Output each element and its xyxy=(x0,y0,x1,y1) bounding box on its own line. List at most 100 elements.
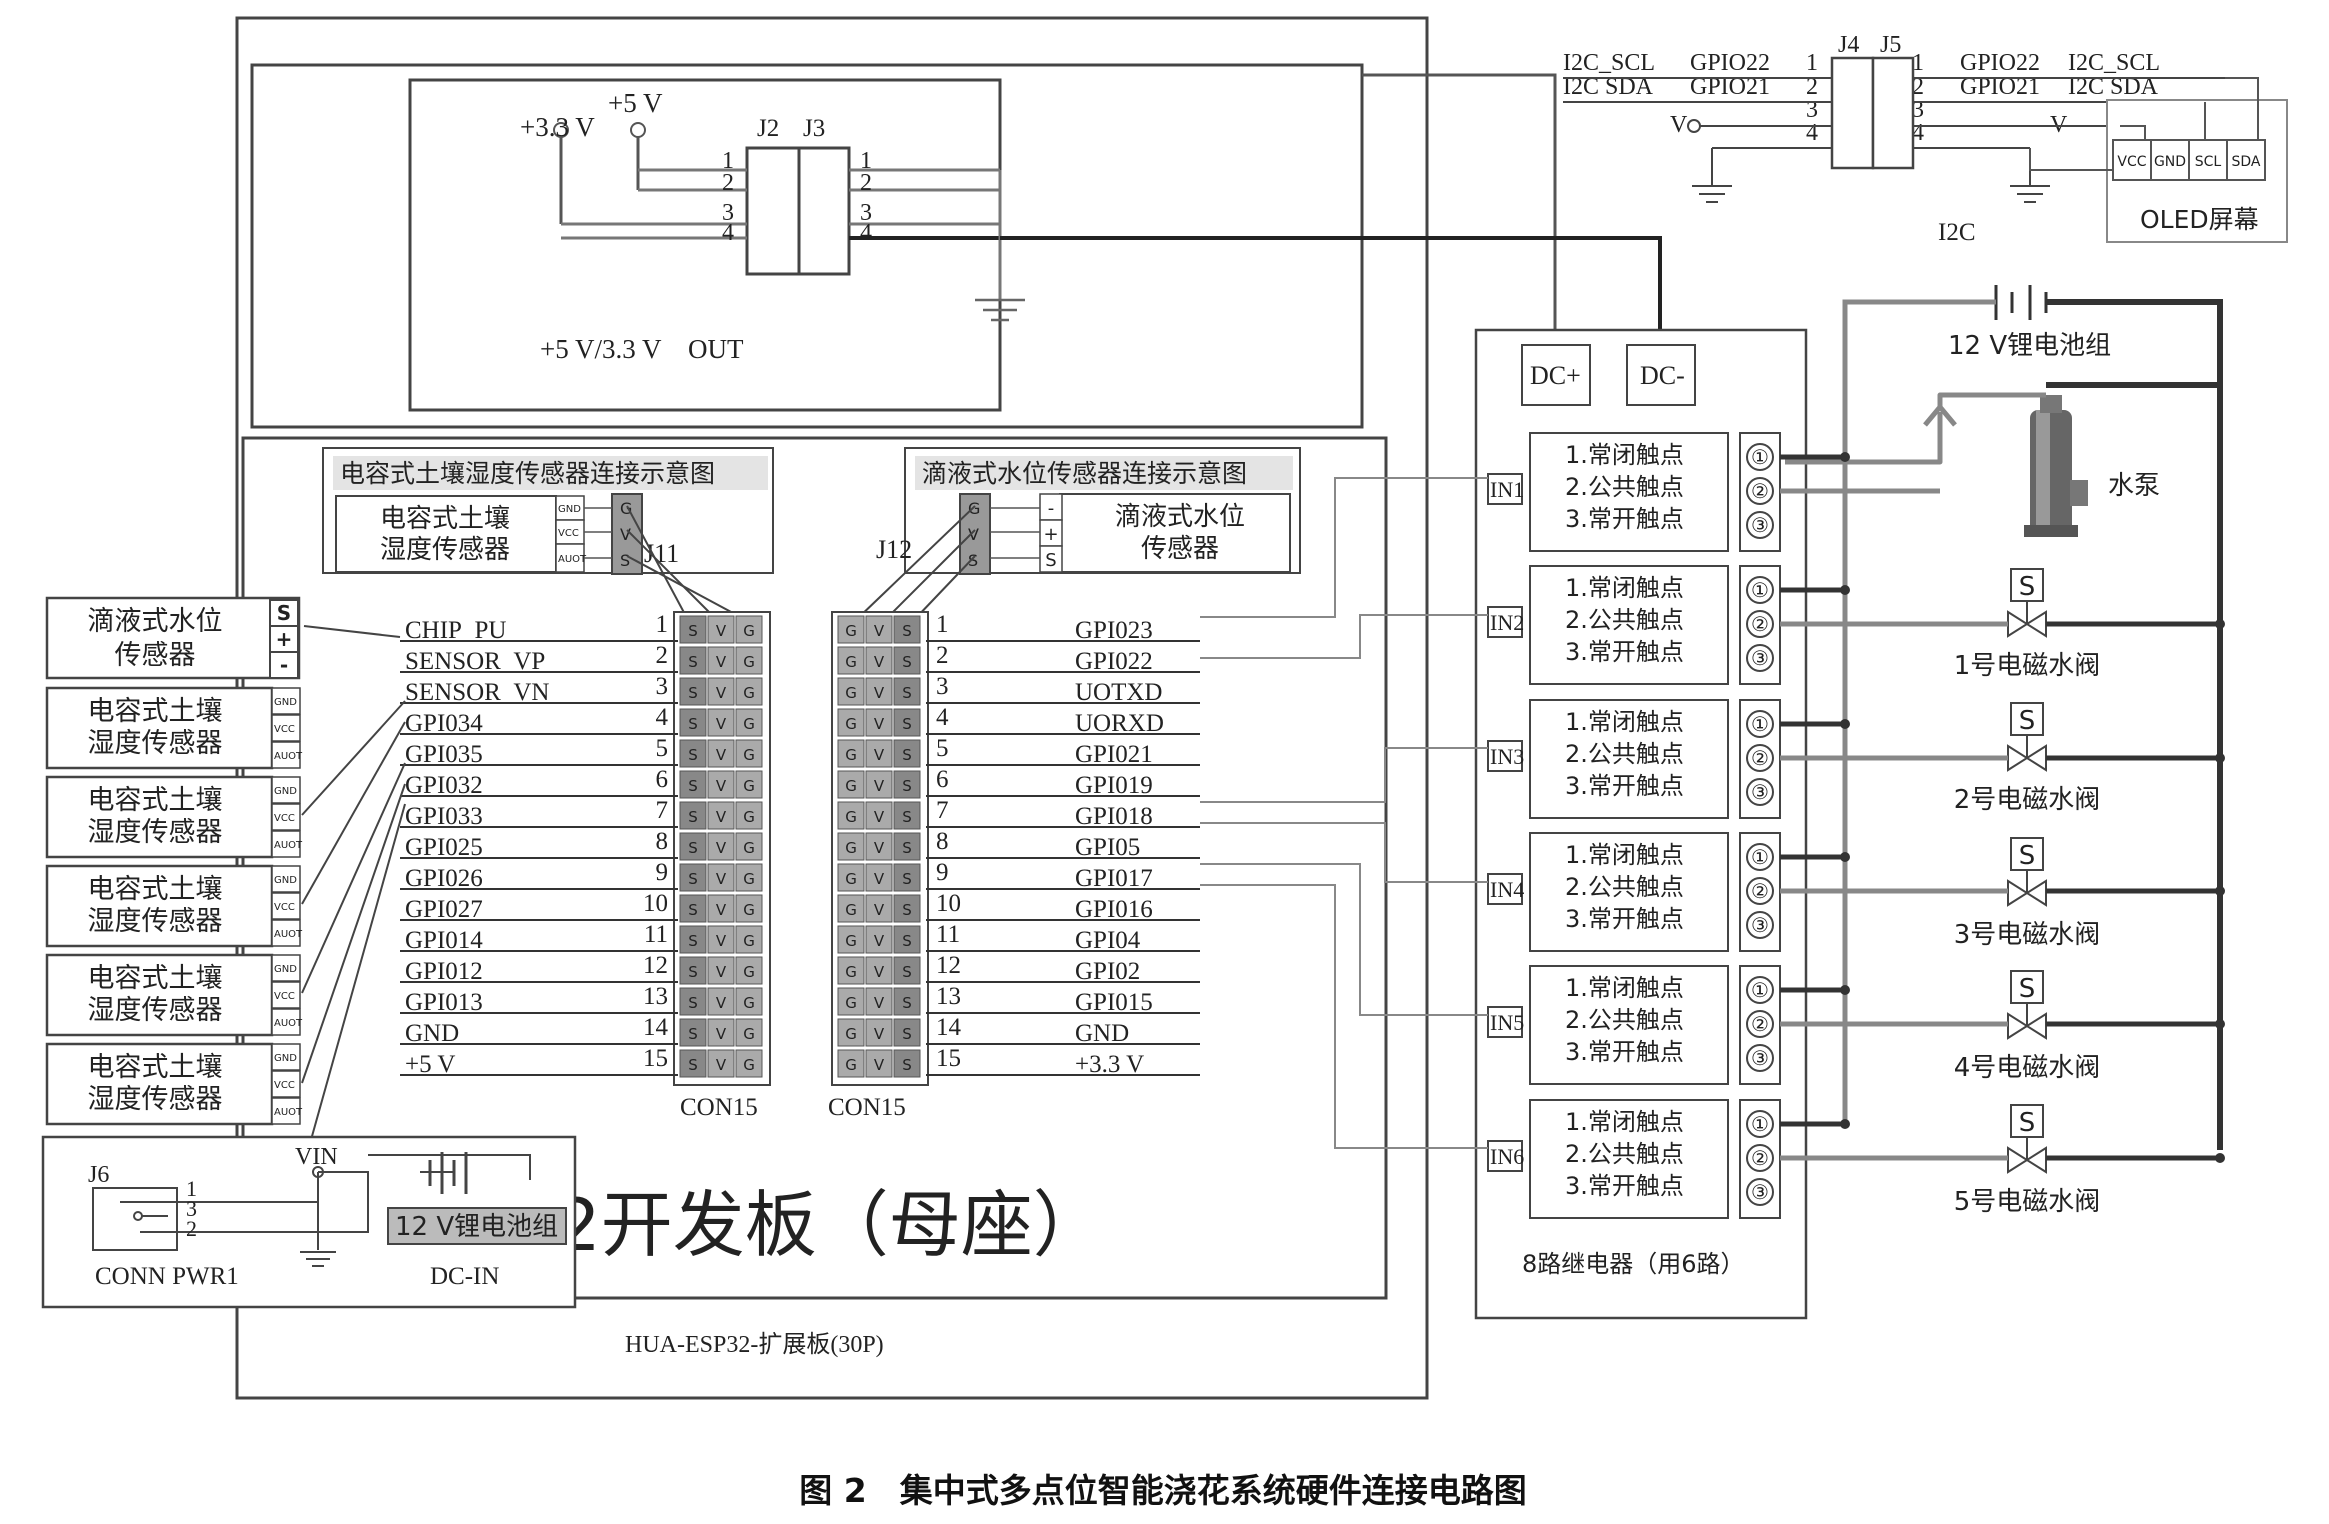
pump-label: 水泵 xyxy=(2108,471,2160,501)
header-cell-letter: V xyxy=(716,901,727,919)
header-cell-letter: S xyxy=(688,653,698,671)
header-cell-letter: V xyxy=(716,932,727,950)
left-header-pin-number: 3 xyxy=(656,673,669,700)
relay-contact-label: 2.公共触点 xyxy=(1565,1140,1684,1168)
header-cell-letter: S xyxy=(688,839,698,857)
header-cell-letter: V xyxy=(874,901,885,919)
right-header-pin-number: 9 xyxy=(936,859,949,886)
header-cell-letter: G xyxy=(743,684,755,702)
j4-label: J4 xyxy=(1838,32,1859,58)
j5-pin-3: 3 xyxy=(1912,97,1924,123)
v5-label: +5 V xyxy=(608,88,663,118)
right-header-pin-number: 2 xyxy=(936,642,949,669)
header-cell-letter: G xyxy=(845,932,857,950)
relay-input-label: IN6 xyxy=(1490,1144,1524,1169)
j4-pin-4: 4 xyxy=(1806,120,1818,146)
relay-input-label: IN4 xyxy=(1490,877,1524,902)
left-header-signal: GPI014 xyxy=(405,927,483,954)
relay-terminal: ③ xyxy=(1751,1180,1769,1204)
header-cell-letter: G xyxy=(845,870,857,888)
header-cell-letter: G xyxy=(845,622,857,640)
relay-terminal: ② xyxy=(1751,1012,1769,1036)
left-soil-pin: GND xyxy=(274,964,297,975)
header-cell-letter: G xyxy=(845,684,857,702)
left-header-signal: GPI025 xyxy=(405,834,483,861)
left-header-pin-number: 11 xyxy=(644,921,668,948)
header-cell-letter: S xyxy=(902,839,912,857)
dc-in-battery: 12 V锂电池组 xyxy=(395,1212,558,1242)
drip-inset-pin-s: S xyxy=(1045,550,1056,571)
j3-pin-2: 2 xyxy=(860,170,872,196)
j12-pin-s: S xyxy=(968,551,978,570)
header-cell-letter: S xyxy=(688,932,698,950)
j2-pin-2: 2 xyxy=(722,170,734,196)
header-cell-letter: S xyxy=(902,684,912,702)
i2c-label: I2C xyxy=(1938,219,1976,246)
header-cell-letter: G xyxy=(845,777,857,795)
soil-inset-name-2: 湿度传感器 xyxy=(380,535,510,565)
relay-terminal: ② xyxy=(1751,1146,1769,1170)
relay-terminal: ② xyxy=(1751,746,1769,770)
left-soil-name-2: 湿度传感器 xyxy=(88,728,223,759)
conn-pwr1-label: CONN PWR1 xyxy=(95,1263,239,1290)
relay-terminal: ③ xyxy=(1751,646,1769,670)
right-header-pin-number: 12 xyxy=(936,952,961,979)
header-cell-letter: V xyxy=(874,1056,885,1074)
left-sensor-stack: 滴液式水位 传感器 S + - 电容式土壤湿度传感器GNDVCCAUOT电容式土… xyxy=(45,596,303,1126)
j4-pin-1: 1 xyxy=(1806,50,1818,76)
left-soil-name-1: 电容式土壤 xyxy=(88,696,223,727)
header-cell-letter: S xyxy=(688,1056,698,1074)
header-cell-letter: S xyxy=(688,746,698,764)
valve-symbol: S xyxy=(2019,974,2036,1004)
right-header-signal: GPI016 xyxy=(1075,896,1153,923)
header-cell-letter: G xyxy=(845,746,857,764)
valve-body-icon xyxy=(2007,1012,2047,1040)
header-cell-letter: V xyxy=(716,746,727,764)
header-cell-letter: G xyxy=(743,870,755,888)
header-cell-letter: V xyxy=(716,653,727,671)
relay-contact-label: 1.常闭触点 xyxy=(1565,841,1684,869)
valve-body-icon xyxy=(2007,1146,2047,1174)
header-cell-letter: G xyxy=(743,839,755,857)
header-cell-letter: V xyxy=(716,777,727,795)
right-header-label: CON15 xyxy=(828,1094,906,1121)
header-cell-letter: G xyxy=(845,901,857,919)
relay-input-label: IN1 xyxy=(1490,477,1524,502)
left-header-pin-number: 6 xyxy=(656,766,669,793)
header-cell-letter: V xyxy=(874,808,885,826)
header-cell-letter: V xyxy=(716,684,727,702)
right-header-signal: GPI05 xyxy=(1075,834,1140,861)
header-cell-letter: G xyxy=(743,715,755,733)
header-cell-letter: G xyxy=(845,653,857,671)
right-header-signal: GPI022 xyxy=(1075,648,1153,675)
left-drip-name-1: 滴液式水位 xyxy=(88,606,223,637)
relay-terminal: ① xyxy=(1751,978,1769,1002)
relay-contact-label: 3.常开触点 xyxy=(1565,772,1684,800)
right-header-signal: GPI02 xyxy=(1075,958,1140,985)
j3-pin-3: 3 xyxy=(860,200,872,226)
left-header-pin-number: 10 xyxy=(643,890,668,917)
left-header-signal: GPI027 xyxy=(405,896,483,923)
relay-terminal: ② xyxy=(1751,879,1769,903)
header-cell-letter: S xyxy=(688,901,698,919)
header-cell-letter: G xyxy=(743,777,755,795)
header-cell-letter: G xyxy=(845,839,857,857)
left-header-signal: SENSOR_VP xyxy=(405,648,545,675)
oled-pin-sda: SDA xyxy=(2232,154,2261,170)
valve-label: 3号电磁水阀 xyxy=(1954,920,2101,950)
relay-input-label: IN5 xyxy=(1490,1010,1524,1035)
